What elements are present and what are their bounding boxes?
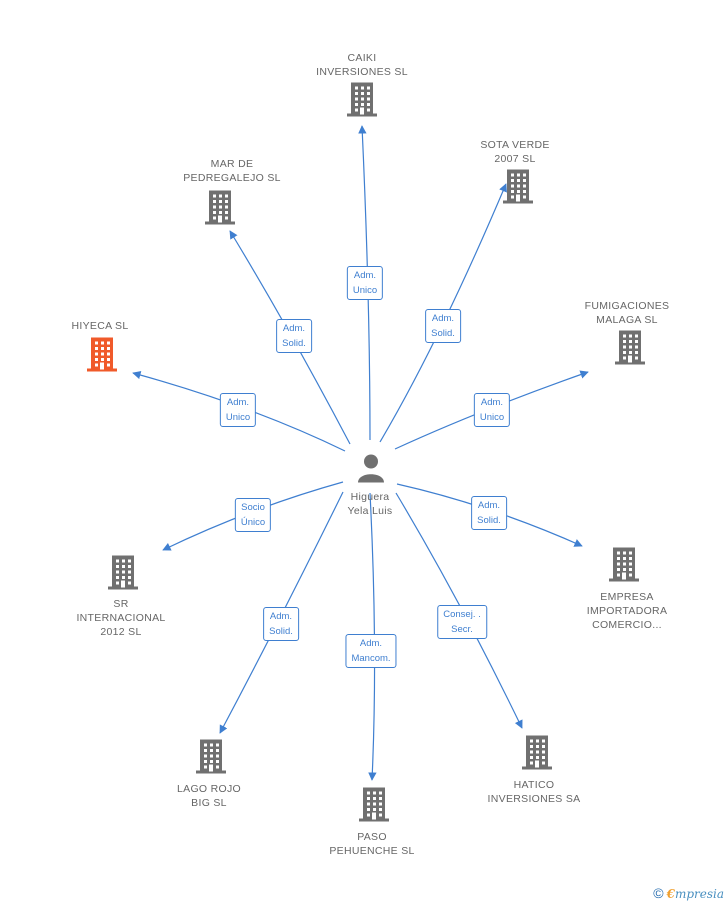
- relation-text: Unico: [225, 412, 251, 423]
- relation-text: Adm.: [282, 323, 306, 334]
- company-label-empresa[interactable]: EMPRESA IMPORTADORA COMERCIO...: [587, 590, 668, 632]
- relation-badge-fumigaciones: Adm. Unico: [473, 393, 511, 427]
- relation-text: Adm.: [269, 611, 293, 622]
- company-name-line: PASO: [357, 831, 387, 843]
- relation-text: Adm.: [359, 638, 383, 649]
- copyright-footer: ©€mpresia: [653, 885, 724, 901]
- relation-text: Adm.: [431, 313, 455, 324]
- company-name-line: MALAGA SL: [596, 314, 658, 326]
- company-name-line: LAGO ROJO: [177, 783, 241, 795]
- building-icon[interactable]: [359, 787, 389, 827]
- relation-text: Solid.: [431, 328, 455, 339]
- company-name-line: INVERSIONES SA: [487, 793, 581, 805]
- center-name-line-2: Yela Luis: [347, 505, 393, 517]
- brand-rest: mpresia: [674, 887, 724, 901]
- relation-text: Secr.: [451, 624, 473, 635]
- company-name-line: CAIKI: [347, 52, 377, 64]
- building-icon[interactable]: [205, 190, 235, 230]
- building-icon[interactable]: [347, 82, 377, 122]
- company-name-line: PEDREGALEJO SL: [183, 172, 281, 184]
- relation-badge-hiyeca: Adm. Unico: [219, 393, 257, 427]
- center-name-line-1: Higuera: [350, 491, 390, 503]
- relation-text: Adm.: [353, 270, 377, 281]
- relation-text: Único: [240, 517, 266, 528]
- person-icon[interactable]: [356, 453, 386, 488]
- relation-text: Socio: [241, 502, 265, 513]
- company-name-line: EMPRESA: [600, 591, 654, 603]
- relation-badge-empresa: Adm. Solid.: [471, 496, 507, 530]
- company-name-line: MAR DE: [210, 158, 254, 170]
- building-icon[interactable]: [615, 330, 645, 370]
- company-label-hiyeca[interactable]: HIYECA SL: [72, 319, 129, 333]
- relation-text: Adm.: [477, 500, 501, 511]
- company-name-line: HATICO: [513, 779, 555, 791]
- relation-badge-caiki: Adm. Unico: [346, 266, 384, 300]
- company-label-lago-rojo[interactable]: LAGO ROJO BIG SL: [177, 782, 241, 810]
- company-name-line: 2012 SL: [100, 626, 142, 638]
- brand-logo: €mpresia: [667, 887, 724, 901]
- company-label-caiki[interactable]: CAIKI INVERSIONES SL: [316, 51, 408, 79]
- relation-badge-hatico: Consej. . Secr.: [437, 605, 487, 639]
- building-icon[interactable]: [87, 337, 117, 377]
- relation-text: Unico: [479, 412, 505, 423]
- copyright-symbol: ©: [653, 885, 664, 901]
- center-person-name[interactable]: Higuera Yela Luis: [348, 490, 393, 518]
- company-name-line: COMERCIO...: [592, 619, 662, 631]
- company-name-line: PEHUENCHE SL: [329, 845, 415, 857]
- company-label-paso[interactable]: PASO PEHUENCHE SL: [329, 830, 414, 858]
- company-name-line: HIYECA SL: [71, 320, 129, 332]
- company-name-line: 2007 SL: [494, 153, 536, 165]
- company-label-hatico[interactable]: HATICO INVERSIONES SA: [488, 778, 581, 806]
- company-name-line: SR: [113, 598, 129, 610]
- building-icon[interactable]: [196, 739, 226, 779]
- relation-text: Solid.: [477, 515, 501, 526]
- company-label-sr-internacional[interactable]: SR INTERNACIONAL 2012 SL: [76, 597, 165, 639]
- company-name-line: BIG SL: [191, 797, 227, 809]
- relation-text: Adm.: [480, 397, 504, 408]
- company-name-line: INVERSIONES SL: [316, 66, 408, 78]
- relation-text: Solid.: [269, 626, 293, 637]
- building-icon[interactable]: [522, 735, 552, 775]
- company-label-sota-verde[interactable]: SOTA VERDE 2007 SL: [480, 138, 549, 166]
- relation-badge-lago-rojo: Adm. Solid.: [263, 607, 299, 641]
- relation-text: Unico: [352, 285, 378, 296]
- building-icon[interactable]: [609, 547, 639, 587]
- relation-text: Consej. .: [443, 609, 481, 620]
- company-name-line: IMPORTADORA: [586, 605, 668, 617]
- company-name-line: INTERNACIONAL: [76, 612, 166, 624]
- relation-badge-paso: Adm. Mancom.: [345, 634, 397, 668]
- company-name-line: SOTA VERDE: [480, 139, 550, 151]
- company-label-mar-de-pedregalejo[interactable]: MAR DE PEDREGALEJO SL: [183, 157, 281, 185]
- building-icon[interactable]: [108, 555, 138, 595]
- relation-badge-mar-de-pedregalejo: Adm. Solid.: [276, 319, 312, 353]
- relation-text: Adm.: [226, 397, 250, 408]
- company-label-fumigaciones[interactable]: FUMIGACIONES MALAGA SL: [585, 299, 670, 327]
- company-name-line: FUMIGACIONES: [584, 300, 670, 312]
- relation-text: Mancom.: [351, 653, 391, 664]
- relation-text: Solid.: [282, 338, 306, 349]
- relation-badge-sota-verde: Adm. Solid.: [425, 309, 461, 343]
- building-icon[interactable]: [503, 169, 533, 209]
- brand-initial: €: [666, 887, 675, 901]
